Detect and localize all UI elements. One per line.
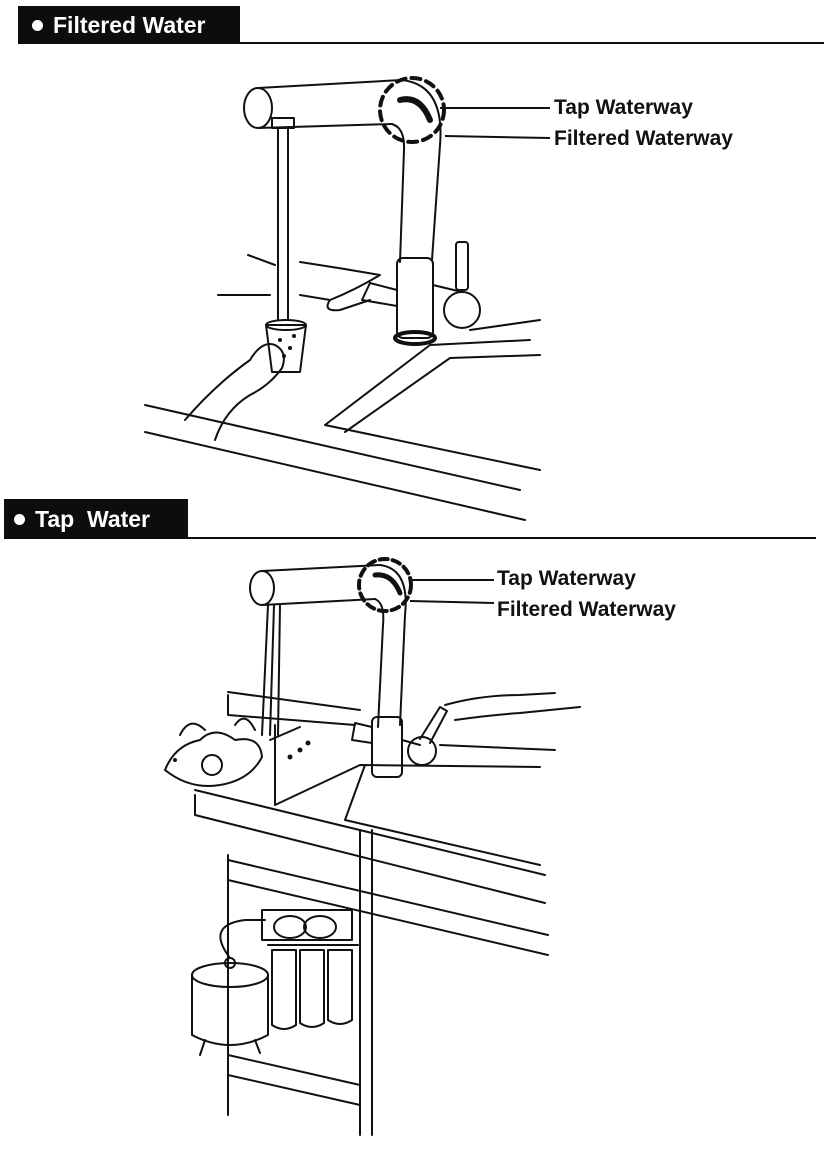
tap-section-tap-waterway-label: Tap Waterway <box>497 567 636 590</box>
filtered-water-header: Filtered Water <box>18 6 240 44</box>
filtered-section-tap-waterway-label: Tap Waterway <box>554 96 693 119</box>
tap-water-header: Tap Water <box>4 499 188 539</box>
filtered-water-illustration <box>0 0 830 540</box>
bullet-icon <box>14 513 25 525</box>
filtered-water-section: Filtered Water <box>0 0 830 540</box>
tap-water-rule <box>4 537 816 539</box>
tap-water-title: Tap Water <box>35 505 151 532</box>
tap-water-illustration <box>0 495 830 1175</box>
bullet-icon <box>32 19 43 31</box>
filtered-water-rule <box>18 42 824 44</box>
tap-section-filtered-waterway-label: Filtered Waterway <box>497 598 676 621</box>
tap-water-section: Tap Water <box>0 495 830 1175</box>
filtered-section-filtered-waterway-label: Filtered Waterway <box>554 127 733 150</box>
filtered-water-title: Filtered Water <box>53 11 206 38</box>
